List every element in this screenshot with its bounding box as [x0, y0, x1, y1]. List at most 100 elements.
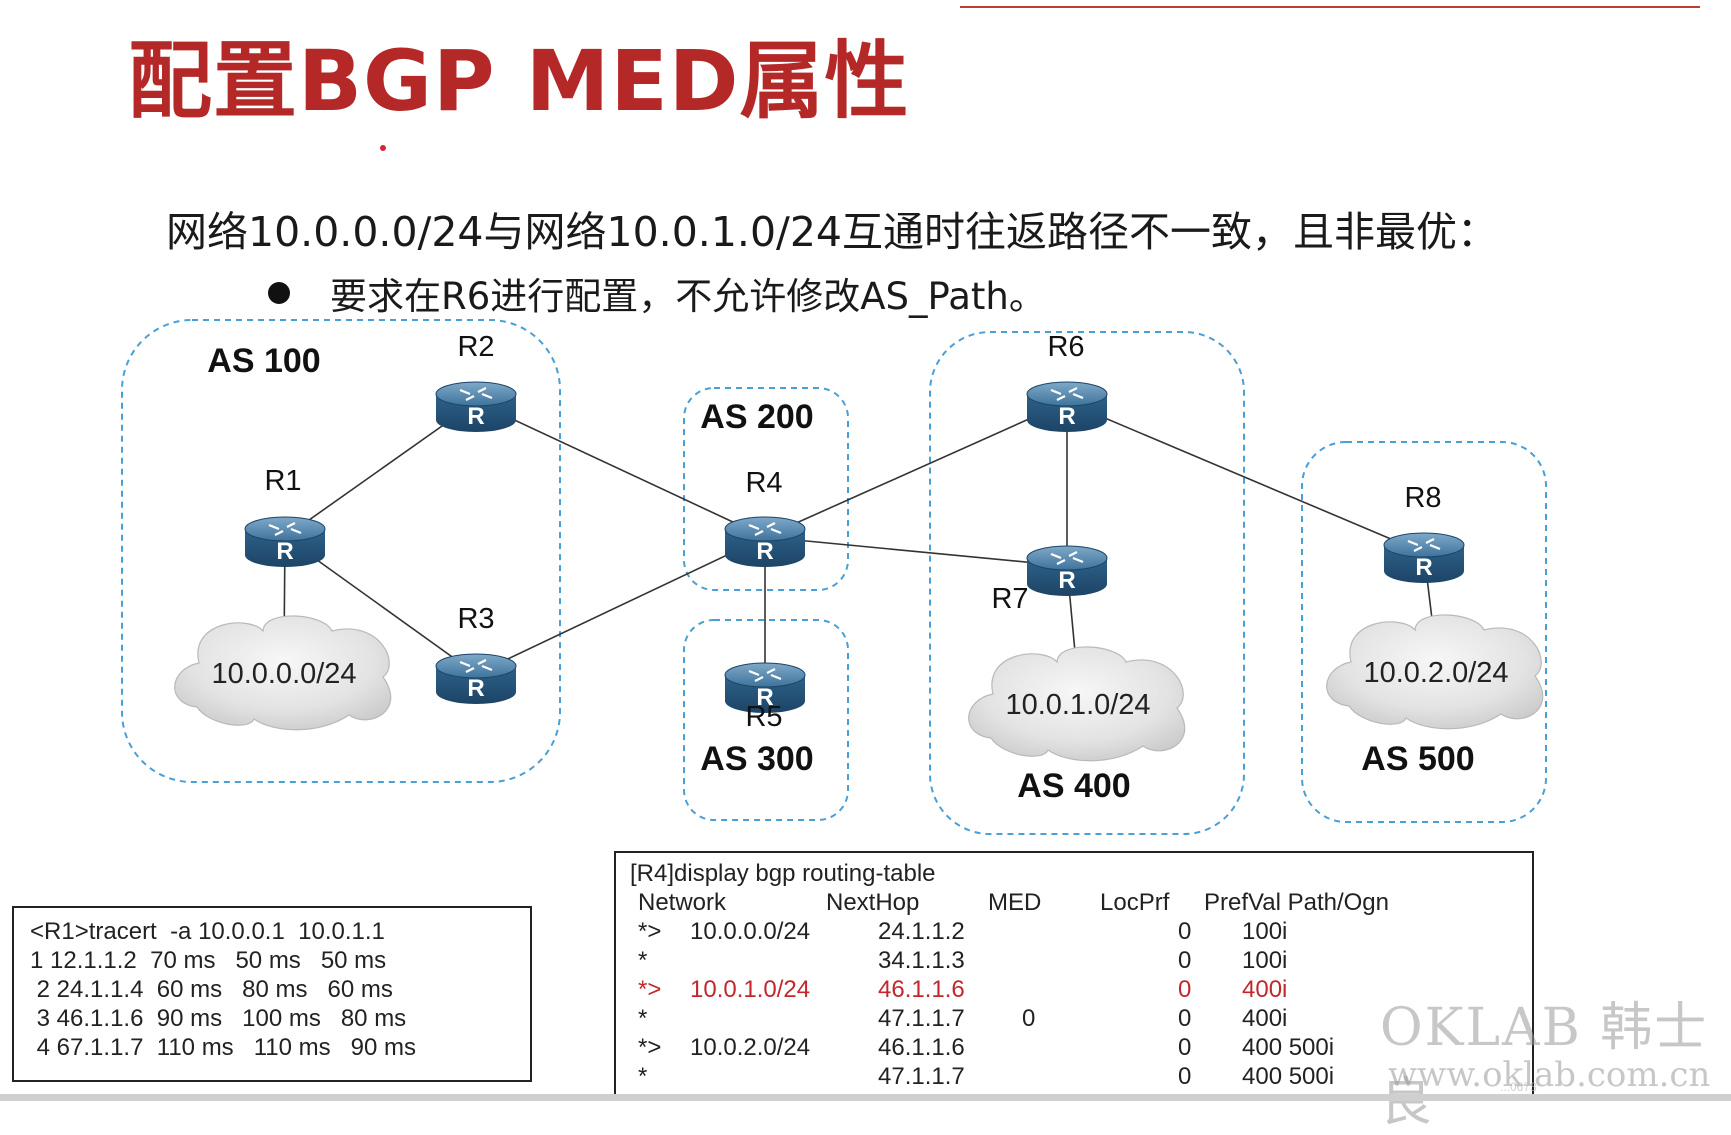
as-label-as500: AS 500: [1361, 740, 1474, 778]
router-label-r5: R5: [745, 701, 782, 733]
header-locprf: LocPrf: [1100, 889, 1170, 916]
requirement-bullet: 要求在R6进行配置，不允许修改AS_Path。: [268, 266, 1046, 320]
bgp-cell-flag: *>: [638, 976, 662, 1003]
tracert-line: <R1>tracert -a 10.0.0.1 10.0.1.1: [30, 918, 385, 945]
bgp-cell-network: 10.0.2.0/24: [690, 1034, 811, 1061]
link-r7-net1: [1066, 565, 1079, 685]
header-network: Network: [638, 889, 727, 916]
router-label-r8: R8: [1404, 482, 1441, 514]
as-label-as300: AS 300: [700, 740, 813, 778]
bgp-cell-nexthop: 47.1.1.7: [878, 1005, 965, 1032]
bgp-cell-flag: *: [638, 1005, 648, 1032]
link-r1-r3: [284, 536, 477, 675]
link-r2-r4: [475, 401, 766, 538]
bgp-table-row: *> 10.0.1.0/24 46.1.1.6 0 400i: [616, 975, 1532, 1004]
link-r6-r8: [1066, 401, 1425, 554]
bgp-cell-flag: *>: [638, 918, 662, 945]
tracert-output-box: <R1>tracert -a 10.0.0.1 10.0.1.1 1 12.1.…: [12, 906, 532, 1082]
svg-text:R: R: [1058, 567, 1075, 594]
as-label-as100: AS 100: [207, 342, 320, 380]
bgp-cell-path: 400 500i: [1242, 1063, 1335, 1090]
as-boundary-as200: [683, 387, 849, 591]
svg-text:R: R: [467, 675, 484, 702]
bgp-cell-nexthop: 24.1.1.2: [878, 918, 965, 945]
link-r4-r6: [764, 401, 1068, 538]
router-icon: R: [724, 516, 806, 567]
cloud-icon: 10.0.1.0/24: [968, 646, 1186, 762]
watermark-small: ...0673: [1500, 1080, 1537, 1094]
router-icon: R: [435, 381, 517, 432]
bgp-cell-prefval: 0: [1178, 947, 1192, 974]
as-boundary-as100: [121, 319, 561, 783]
bgp-cell-network: 10.0.1.0/24: [690, 976, 811, 1003]
tracert-line: 3 46.1.1.6 90 ms 100 ms 80 ms: [30, 1005, 407, 1032]
bgp-cell-flag: *: [638, 947, 648, 974]
bgp-header-row: Network NextHop MED LocPrf PrefVal Path/…: [616, 888, 1532, 917]
as-boundary-as300: [683, 619, 849, 821]
router-label-r3: R3: [457, 603, 494, 635]
as-boundary-as500: [1301, 441, 1547, 823]
bgp-cell-path: 400 500i: [1242, 1034, 1335, 1061]
bottom-bar: [0, 1094, 1731, 1101]
router-icon: R: [724, 662, 806, 713]
router-label-r6: R6: [1047, 331, 1084, 363]
router-icon: R: [1026, 545, 1108, 596]
bgp-table-row: * 47.1.1.7 0 0 400i: [616, 1004, 1532, 1033]
bgp-cell-path: 100i: [1242, 947, 1288, 974]
bgp-cell-flag: *: [638, 1063, 648, 1090]
svg-text:R: R: [1415, 554, 1432, 581]
bgp-cell-prefval: 0: [1178, 1005, 1192, 1032]
router-label-r4: R4: [745, 467, 782, 499]
router-label-r1: R1: [264, 465, 301, 497]
header-nexthop: NextHop: [826, 889, 920, 916]
as-label-as200: AS 200: [700, 398, 813, 436]
problem-statement: 网络10.0.0.0/24与网络10.0.1.0/24互通时往返路径不一致，且非…: [166, 208, 1499, 256]
svg-text:R: R: [756, 684, 773, 711]
header-med: MED: [988, 889, 1042, 916]
svg-text:R: R: [756, 538, 773, 565]
link-r1-r2: [284, 401, 477, 538]
pointer-dot: [380, 145, 386, 151]
as-label-as400: AS 400: [1017, 767, 1130, 805]
top-decoration: [960, 0, 1700, 8]
link-r4-r7: [764, 536, 1068, 567]
bgp-cell-path: 100i: [1242, 918, 1288, 945]
router-label-r7: R7: [991, 583, 1028, 615]
requirement-text: 要求在R6进行配置，不允许修改AS_Path。: [330, 275, 1046, 318]
network-label-net1: 10.0.1.0/24: [1005, 689, 1150, 721]
network-label-net2: 10.0.2.0/24: [1363, 657, 1508, 689]
bgp-cell-prefval: 0: [1178, 1063, 1192, 1090]
bgp-table-row: *> 10.0.2.0/24 46.1.1.6 0 400 500i: [616, 1033, 1532, 1062]
cloud-icon: 10.0.2.0/24: [1326, 614, 1544, 730]
bgp-cell-nexthop: 47.1.1.7: [878, 1063, 965, 1090]
link-r3-r4: [475, 536, 766, 675]
bgp-table-row: * 47.1.1.7 0 400 500i: [616, 1062, 1532, 1091]
watermark-url: www.oklab.com.cn: [1388, 1055, 1711, 1095]
router-label-r2: R2: [457, 331, 494, 363]
tracert-line: 4 67.1.1.7 110 ms 110 ms 90 ms: [30, 1034, 416, 1061]
bgp-table-box: [R4]display bgp routing-table Network Ne…: [614, 851, 1534, 1096]
bgp-cell-flag: *>: [638, 1034, 662, 1061]
bgp-cell-prefval: 0: [1178, 976, 1192, 1003]
router-icon: R: [435, 653, 517, 704]
router-icon: R: [1026, 381, 1108, 432]
bgp-cell-med: 0: [1022, 1005, 1036, 1032]
router-icon: R: [244, 516, 326, 567]
tracert-line: 1 12.1.1.2 70 ms 50 ms 50 ms: [30, 947, 387, 974]
as-boundary-as400: [929, 331, 1245, 835]
bgp-cell-network: 10.0.0.0/24: [690, 918, 811, 945]
bgp-cell-nexthop: 46.1.1.6: [878, 1034, 965, 1061]
bgp-cell-nexthop: 46.1.1.6: [878, 976, 965, 1003]
bgp-cell-path: 400i: [1242, 1005, 1288, 1032]
svg-text:R: R: [1058, 403, 1075, 430]
svg-text:R: R: [276, 538, 293, 565]
router-icon: R: [1383, 532, 1465, 583]
bgp-cell-prefval: 0: [1178, 1034, 1192, 1061]
bgp-cell-path: 400i: [1242, 976, 1288, 1003]
link-r1-net0: [283, 536, 286, 654]
cloud-icon: 10.0.0.0/24: [174, 615, 392, 731]
network-label-net0: 10.0.0.0/24: [211, 658, 356, 690]
slide-title: 配置BGP MED属性: [128, 32, 910, 130]
